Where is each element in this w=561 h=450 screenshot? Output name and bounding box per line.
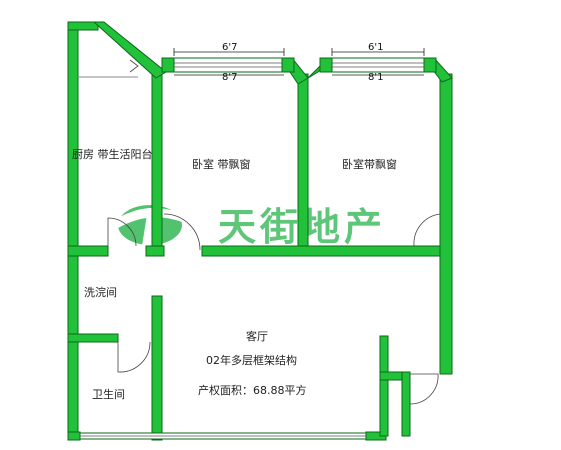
bedroom-right-door	[413, 213, 441, 247]
structure-note: 02年多层框架结构	[206, 353, 297, 367]
bedroom-left-door	[163, 213, 201, 251]
room-bedroom-left: 卧室 带飘窗	[192, 157, 251, 171]
dim-right-upper: 6'1	[368, 42, 383, 53]
entry-door	[409, 373, 439, 405]
bathroom-door	[117, 341, 151, 373]
room-bedroom-right: 卧室带飘窗	[342, 157, 397, 171]
dim-left-upper: 6'7	[222, 42, 237, 53]
balcony-door	[129, 59, 139, 73]
room-living: 客厅	[246, 329, 268, 343]
dim-right-lower: 8'1	[368, 72, 383, 83]
room-bathroom: 卫生间	[92, 387, 125, 401]
bay-windows	[78, 57, 437, 440]
area-note: 产权面积：68.88平方	[198, 383, 307, 397]
dimension-lines	[173, 48, 425, 76]
doors	[107, 59, 441, 405]
room-kitchen: 厨房 带生活阳台	[72, 147, 153, 161]
kitchen-door	[107, 217, 137, 247]
room-washroom: 洗浣间	[84, 285, 117, 299]
dim-left-lower: 8'7	[222, 72, 237, 83]
